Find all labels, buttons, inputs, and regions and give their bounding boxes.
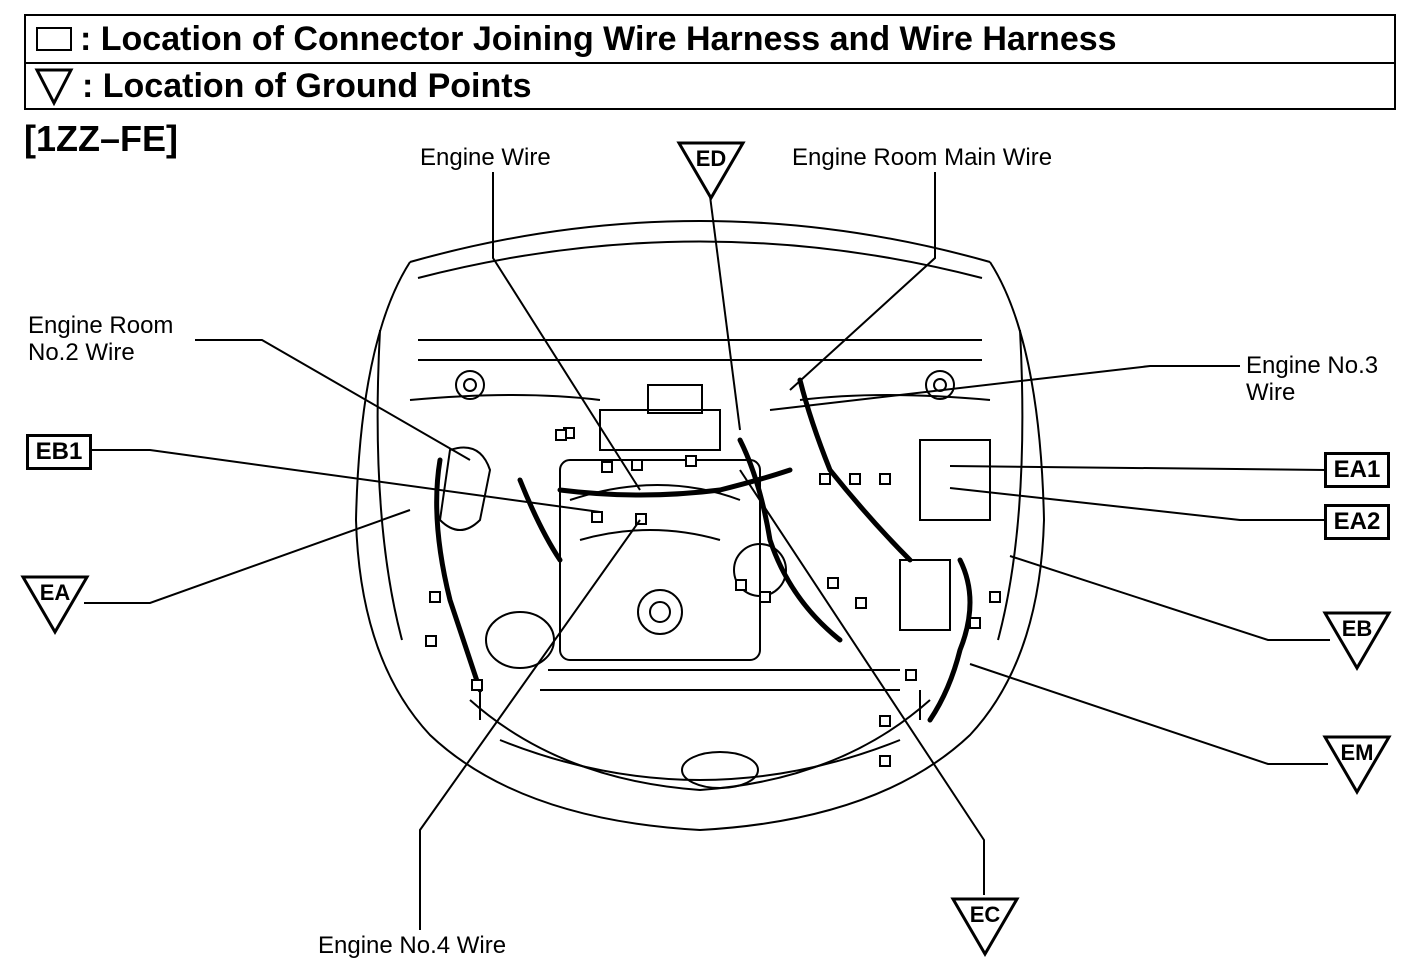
ground-ec-label: EC (969, 902, 1001, 927)
ground-symbol-icon (34, 68, 74, 106)
legend-ground-text: : Location of Ground Points (82, 66, 532, 105)
legend-connector-text: : Location of Connector Joining Wire Har… (80, 19, 1117, 58)
legend-connector-row: : Location of Connector Joining Wire Har… (26, 16, 1394, 64)
ground-eb-triangle-icon (1322, 611, 1392, 671)
leader-lines (84, 172, 1330, 930)
ground-ea-triangle-icon (20, 575, 90, 635)
ground-eb-label: EB (1341, 616, 1373, 641)
ground-eb-marker: EB (1322, 610, 1392, 672)
engine-room-main-wire-label: Engine Room Main Wire (792, 144, 1053, 171)
ground-em-marker: EM (1322, 734, 1392, 796)
ground-ec-triangle-icon (950, 897, 1020, 957)
ground-ed-marker: ED (676, 140, 746, 202)
ground-em-triangle-icon (1322, 735, 1392, 795)
connector-ea1-label: EA1 (1324, 452, 1390, 488)
ground-ea-label: EA (39, 580, 71, 605)
engine-wire-label: Engine Wire (420, 144, 551, 171)
ground-ed-label: ED (695, 146, 727, 171)
ground-em-label: EM (1340, 740, 1374, 765)
ground-ed-triangle-icon (676, 141, 746, 201)
car-outline (354, 220, 1046, 832)
ground-ea-marker: EA (20, 574, 90, 636)
connector-ea2-label: EA2 (1324, 504, 1390, 540)
legend-box: : Location of Connector Joining Wire Har… (24, 14, 1396, 110)
engine-no3-wire-label-line2: Wire (1246, 379, 1296, 406)
engine-no4-wire-label: Engine No.4 Wire (318, 932, 507, 959)
engine-room-no2-wire-label-line2: No.2 Wire (28, 339, 135, 366)
engine-room-no2-wire-label-line1: Engine Room (28, 312, 174, 339)
legend-ground-row: : Location of Ground Points (26, 63, 1394, 109)
connector-symbol-icon (36, 27, 72, 51)
connector-eb1-label: EB1 (26, 434, 92, 470)
engine-no3-wire-label-line1: Engine No.3 (1246, 352, 1379, 379)
connector-marks (425, 427, 1001, 767)
ground-ec-marker: EC (950, 896, 1020, 958)
engine-code-title: [1ZZ–FE] (24, 118, 179, 159)
